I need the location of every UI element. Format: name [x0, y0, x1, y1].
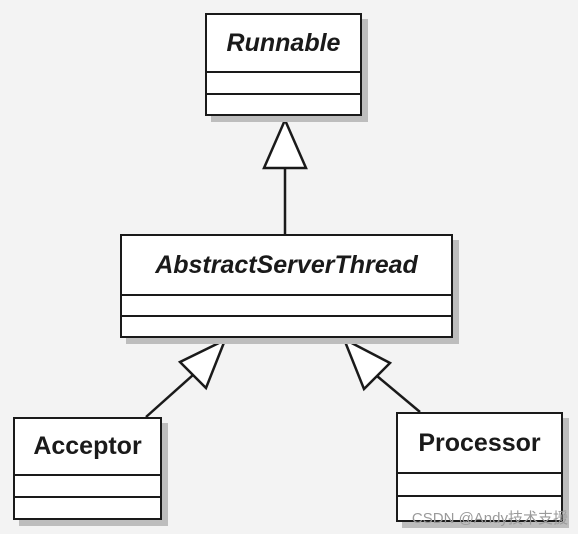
operations-section-acceptor [15, 498, 160, 520]
class-box-abstract-server-thread: AbstractServerThread [120, 234, 453, 338]
operations-section-abstract-server-thread [122, 317, 451, 338]
attributes-section-runnable [207, 73, 360, 95]
class-name-acceptor: Acceptor [15, 419, 160, 476]
generalization-arrowhead-processor [341, 336, 393, 392]
generalization-line-processor-to-abstract [376, 375, 421, 413]
class-box-processor: Processor [396, 412, 563, 522]
class-box-runnable: Runnable [205, 13, 362, 116]
class-name-abstract-server-thread: AbstractServerThread [122, 236, 451, 296]
attributes-section-acceptor [15, 476, 160, 498]
generalization-arrowhead-acceptor [177, 337, 228, 391]
watermark-text: CSDN @Andy技术支援 [411, 510, 568, 527]
class-name-processor: Processor [398, 414, 561, 474]
generalization-arrowhead-runnable [262, 116, 308, 170]
class-box-acceptor: Acceptor [13, 417, 162, 520]
generalization-line-acceptor-to-abstract [145, 374, 194, 418]
operations-section-runnable [207, 95, 360, 117]
class-name-runnable: Runnable [207, 15, 360, 73]
attributes-section-abstract-server-thread [122, 296, 451, 317]
attributes-section-processor [398, 474, 561, 497]
